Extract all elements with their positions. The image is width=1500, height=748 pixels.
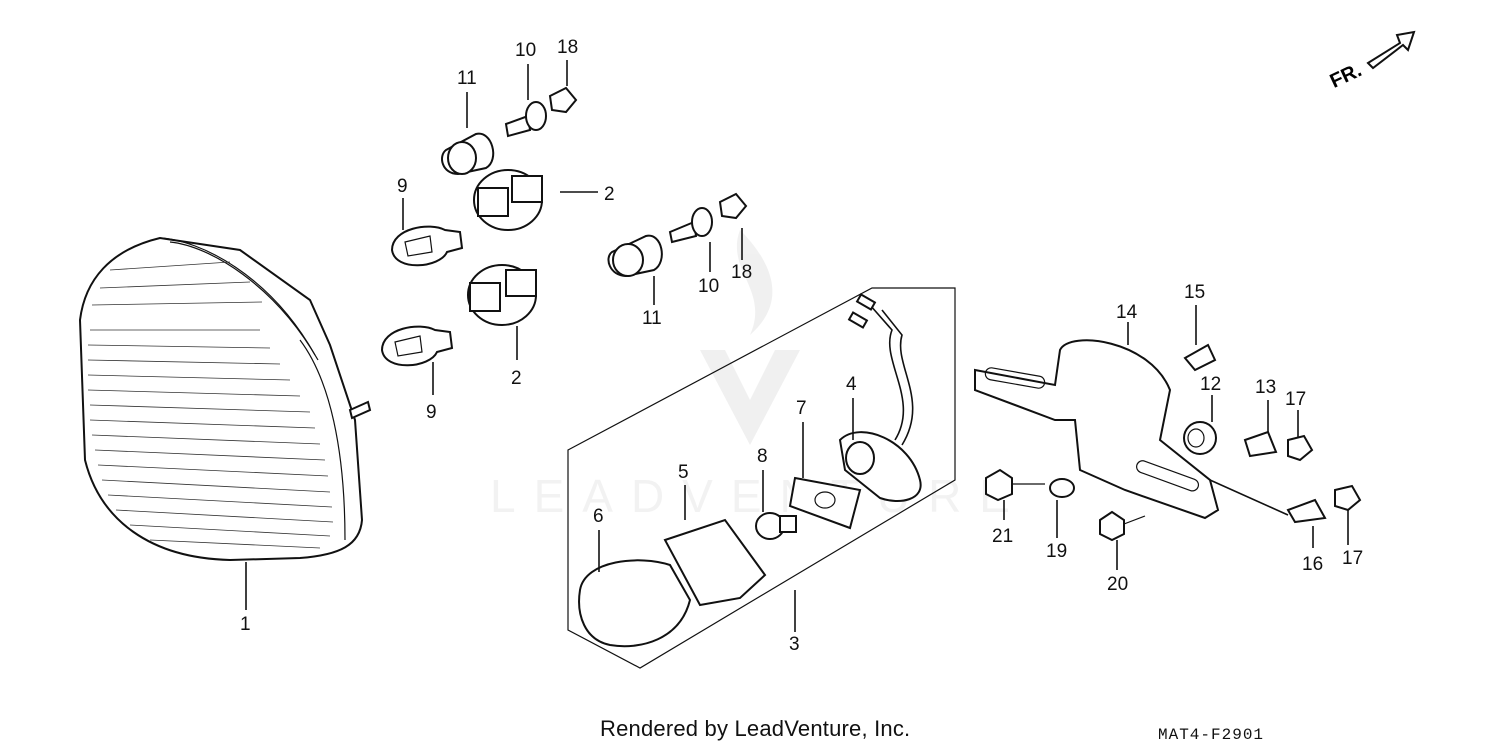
callout-6: 6	[593, 506, 604, 527]
callout-15: 15	[1184, 282, 1205, 303]
license-light-housing	[663, 518, 767, 607]
callout-9a: 9	[397, 176, 408, 197]
bracket-nut-upper	[1287, 434, 1314, 462]
diagram-code: MAT4-F2901	[1158, 726, 1265, 744]
watermark: LEADVENTURE	[490, 230, 1028, 522]
socket-upper	[473, 169, 543, 231]
nut-upper	[548, 86, 578, 114]
nut-lower	[718, 192, 748, 220]
bracket-nut-lower	[1334, 484, 1362, 512]
callout-4: 4	[846, 374, 857, 395]
callout-11b: 11	[642, 308, 662, 329]
license-light-socket	[838, 293, 922, 502]
callout-14: 14	[1116, 302, 1138, 323]
tail-light-assembly	[78, 236, 372, 562]
license-light-lens	[578, 559, 692, 648]
credit-text: Rendered by LeadVenture, Inc.	[600, 716, 911, 741]
callout-8: 8	[757, 446, 768, 467]
callout-18b: 18	[731, 262, 752, 283]
callout-20: 20	[1107, 574, 1128, 595]
leader-lines	[245, 60, 1349, 632]
callout-1: 1	[240, 614, 251, 635]
socket-lower	[467, 264, 537, 326]
rubber-cushion	[1183, 343, 1217, 372]
callout-19: 19	[1046, 541, 1067, 562]
callout-2b: 2	[511, 368, 522, 389]
bolt-20	[1099, 510, 1146, 542]
bulb-lower	[380, 325, 454, 367]
callout-21: 21	[992, 526, 1013, 547]
callout-10a: 10	[515, 40, 536, 61]
license-light-bulb	[755, 512, 797, 540]
collar-upper	[504, 101, 547, 138]
grommet-lower	[607, 234, 663, 278]
grommet-upper	[441, 132, 495, 176]
callout-11a: 11	[457, 68, 477, 89]
callout-17b: 17	[1342, 548, 1363, 569]
bracket-collar	[1243, 430, 1278, 458]
bolt-21	[985, 468, 1045, 502]
callout-5: 5	[678, 462, 689, 483]
callout-17a: 17	[1285, 389, 1306, 410]
callout-2a: 2	[604, 184, 615, 205]
callout-labels: 1 2 2 3 4 5 6 7 8 9 9 10 10 11 11 12 13 …	[240, 37, 1363, 655]
callout-3: 3	[789, 634, 800, 655]
callout-12: 12	[1200, 374, 1221, 395]
bracket-grommet	[1183, 421, 1217, 455]
callout-16: 16	[1302, 554, 1323, 575]
lower-collar	[1286, 498, 1327, 524]
watermark-text: LEADVENTURE	[490, 470, 1028, 522]
front-direction-label: FR.	[1327, 59, 1365, 93]
callout-13: 13	[1255, 377, 1276, 398]
callout-10b: 10	[698, 276, 719, 297]
license-light-gasket	[788, 476, 862, 530]
license-light-boundary	[567, 287, 956, 669]
callout-9b: 9	[426, 402, 437, 423]
front-direction-arrow-icon: FR.	[1327, 30, 1416, 93]
callout-7: 7	[796, 398, 807, 419]
bulb-upper	[390, 225, 464, 267]
license-bracket	[974, 339, 1220, 520]
callout-18a: 18	[557, 37, 578, 58]
washer-19	[1049, 478, 1075, 498]
collar-lower	[668, 207, 713, 244]
